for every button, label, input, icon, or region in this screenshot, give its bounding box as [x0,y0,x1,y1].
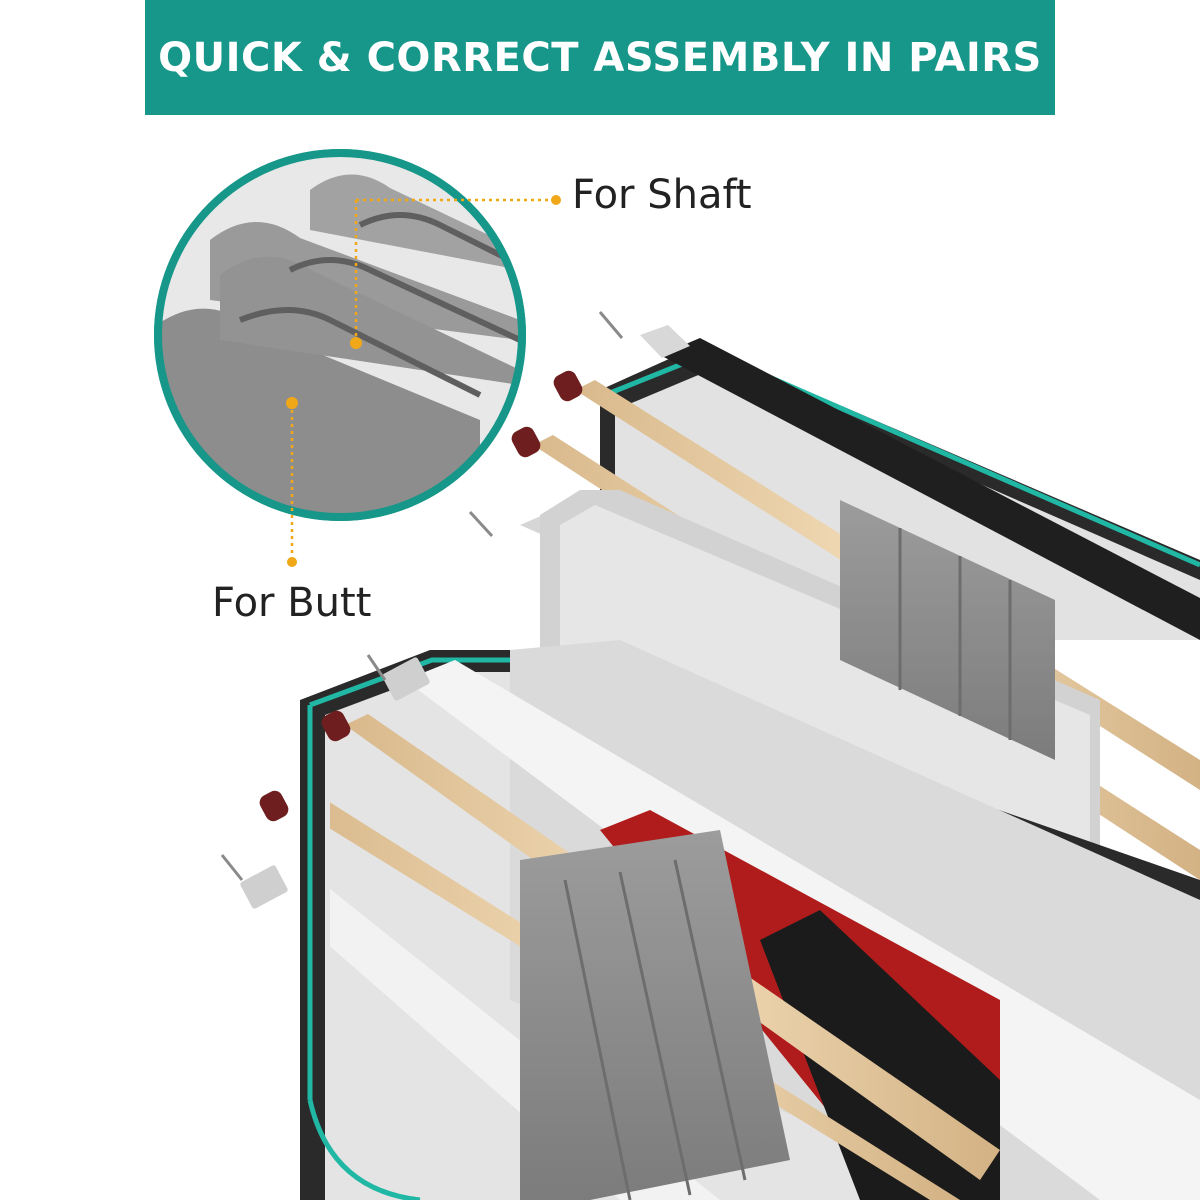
callout-label-butt: For Butt [212,580,372,626]
banner-title: QUICK & CORRECT ASSEMBLY IN PAIRS [158,34,1042,81]
magnifier-circle-illustration [154,149,526,521]
callout-shaft-line [350,195,561,349]
callout-label-shaft: For Shaft [572,172,752,218]
title-banner: QUICK & CORRECT ASSEMBLY IN PAIRS [145,0,1055,115]
callout-butt-line [286,397,298,567]
